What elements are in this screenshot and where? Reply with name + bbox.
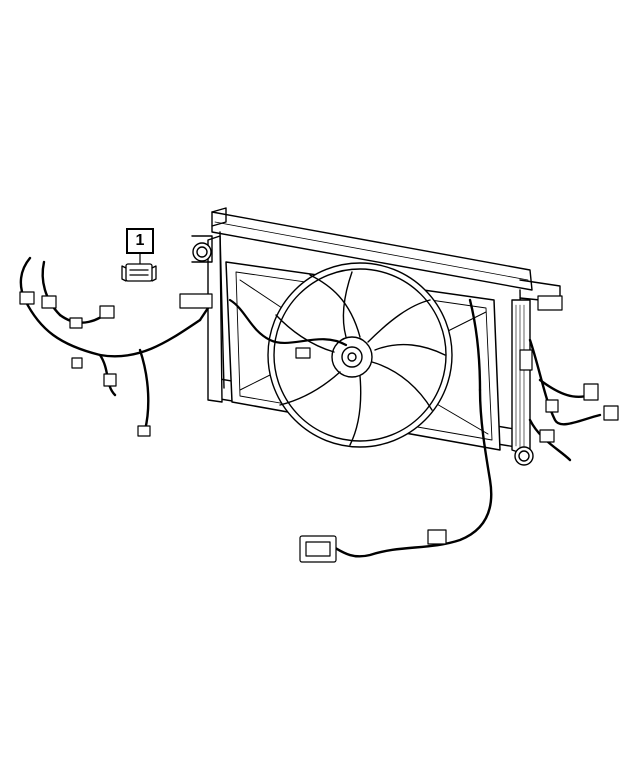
right-wiring-harness (328, 298, 602, 558)
connector-part-1[interactable] (121, 263, 157, 282)
part-callout-1[interactable]: 1 (126, 228, 154, 254)
cooling-fan (267, 262, 453, 448)
left-wiring-harness (19, 256, 212, 432)
left-harness-connectors (19, 291, 213, 437)
fan-motor-harness (228, 298, 348, 359)
right-harness-connectors (299, 295, 619, 563)
